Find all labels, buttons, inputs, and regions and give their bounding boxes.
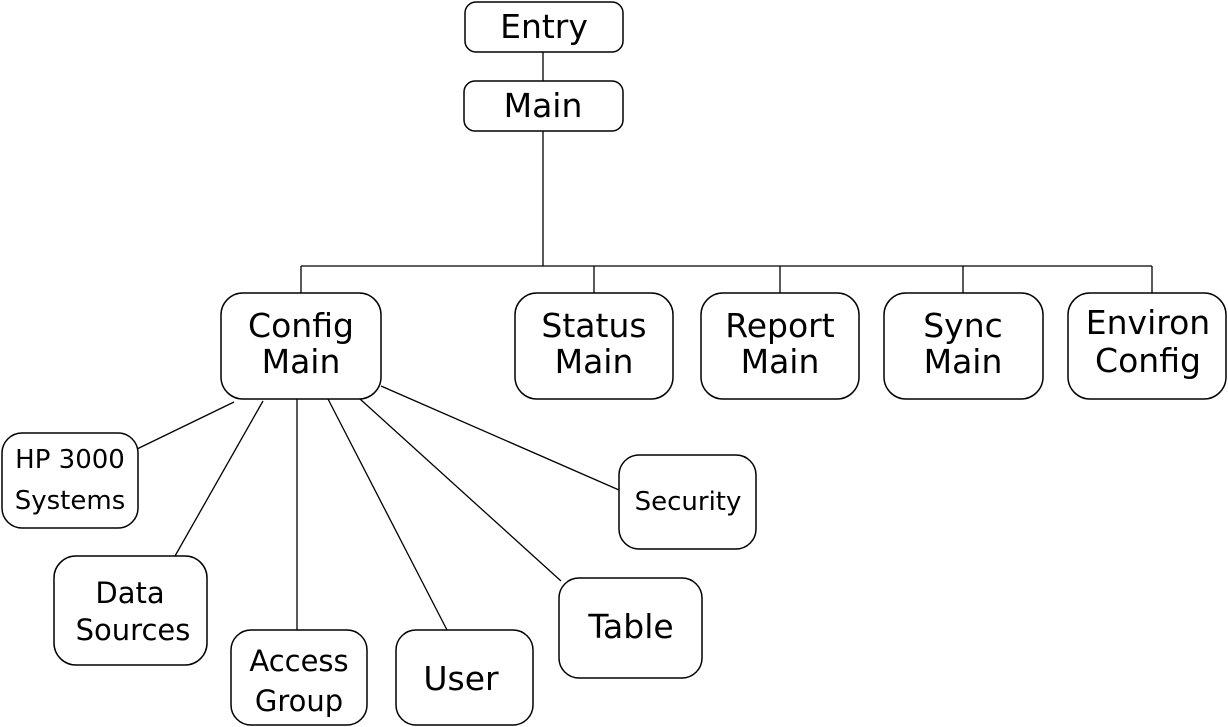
node-security-label: Security xyxy=(635,487,742,517)
node-main[interactable]: Main xyxy=(463,80,624,132)
node-hp3000-systems-box xyxy=(1,432,139,529)
node-sync-main-label-line2: Main xyxy=(924,342,1003,381)
node-report-main-label-line2: Main xyxy=(741,342,820,381)
node-user[interactable]: User xyxy=(395,629,534,726)
node-access-group-label-line2: Group xyxy=(255,684,343,718)
node-environ-config-label-line2: Config xyxy=(1095,341,1201,380)
node-config-main-label-line1: Config xyxy=(248,306,354,345)
node-entry-box xyxy=(464,1,624,53)
node-user-label: User xyxy=(423,659,499,698)
connector-config-security xyxy=(380,385,620,491)
node-hp3000-systems-label-line1: HP 3000 xyxy=(15,445,125,475)
node-table[interactable]: Table xyxy=(558,577,703,679)
node-environ-config[interactable]: Environ Config xyxy=(1067,292,1227,400)
node-entry-label: Entry xyxy=(500,7,588,46)
node-access-group-label-line1: Access xyxy=(249,644,348,678)
node-config-main-box xyxy=(220,292,382,400)
node-status-main-label-line2: Main xyxy=(555,342,634,381)
connector-config-table xyxy=(359,398,562,582)
node-security-box xyxy=(618,454,757,550)
node-status-main[interactable]: Status Main xyxy=(514,292,674,400)
node-sync-main-label-line1: Sync xyxy=(923,306,1003,345)
node-report-main-label-line1: Report xyxy=(725,306,834,345)
node-config-main[interactable]: Config Main xyxy=(220,292,382,400)
node-report-main-box xyxy=(700,292,860,400)
connector-config-user xyxy=(327,398,448,631)
node-table-box xyxy=(558,577,703,679)
node-entry[interactable]: Entry xyxy=(464,1,624,53)
node-environ-config-label-line1: Environ xyxy=(1086,303,1210,342)
node-data-sources-label-line2: Sources xyxy=(76,613,191,647)
node-sync-main-box xyxy=(883,292,1044,400)
node-hp3000-systems[interactable]: HP 3000 Systems xyxy=(1,432,139,529)
node-data-sources[interactable]: Data Sources xyxy=(53,555,208,666)
node-data-sources-box xyxy=(53,555,208,666)
node-environ-config-box xyxy=(1067,292,1227,400)
connector-config-data-sources xyxy=(174,400,264,557)
node-report-main[interactable]: Report Main xyxy=(700,292,860,400)
node-user-box xyxy=(395,629,534,726)
node-security[interactable]: Security xyxy=(618,454,757,550)
node-status-main-box xyxy=(514,292,674,400)
node-data-sources-label-line1: Data xyxy=(95,576,164,610)
connectors xyxy=(136,52,1153,631)
node-sync-main[interactable]: Sync Main xyxy=(883,292,1044,400)
node-access-group-box xyxy=(230,629,368,726)
node-table-label: Table xyxy=(587,607,673,646)
node-main-label: Main xyxy=(504,86,583,125)
connector-config-hp3000 xyxy=(136,401,235,450)
node-hp3000-systems-label-line2: Systems xyxy=(15,486,126,516)
node-access-group[interactable]: Access Group xyxy=(230,629,368,726)
node-config-main-label-line2: Main xyxy=(262,342,341,381)
node-status-main-label-line1: Status xyxy=(541,306,646,345)
node-main-box xyxy=(463,80,624,132)
